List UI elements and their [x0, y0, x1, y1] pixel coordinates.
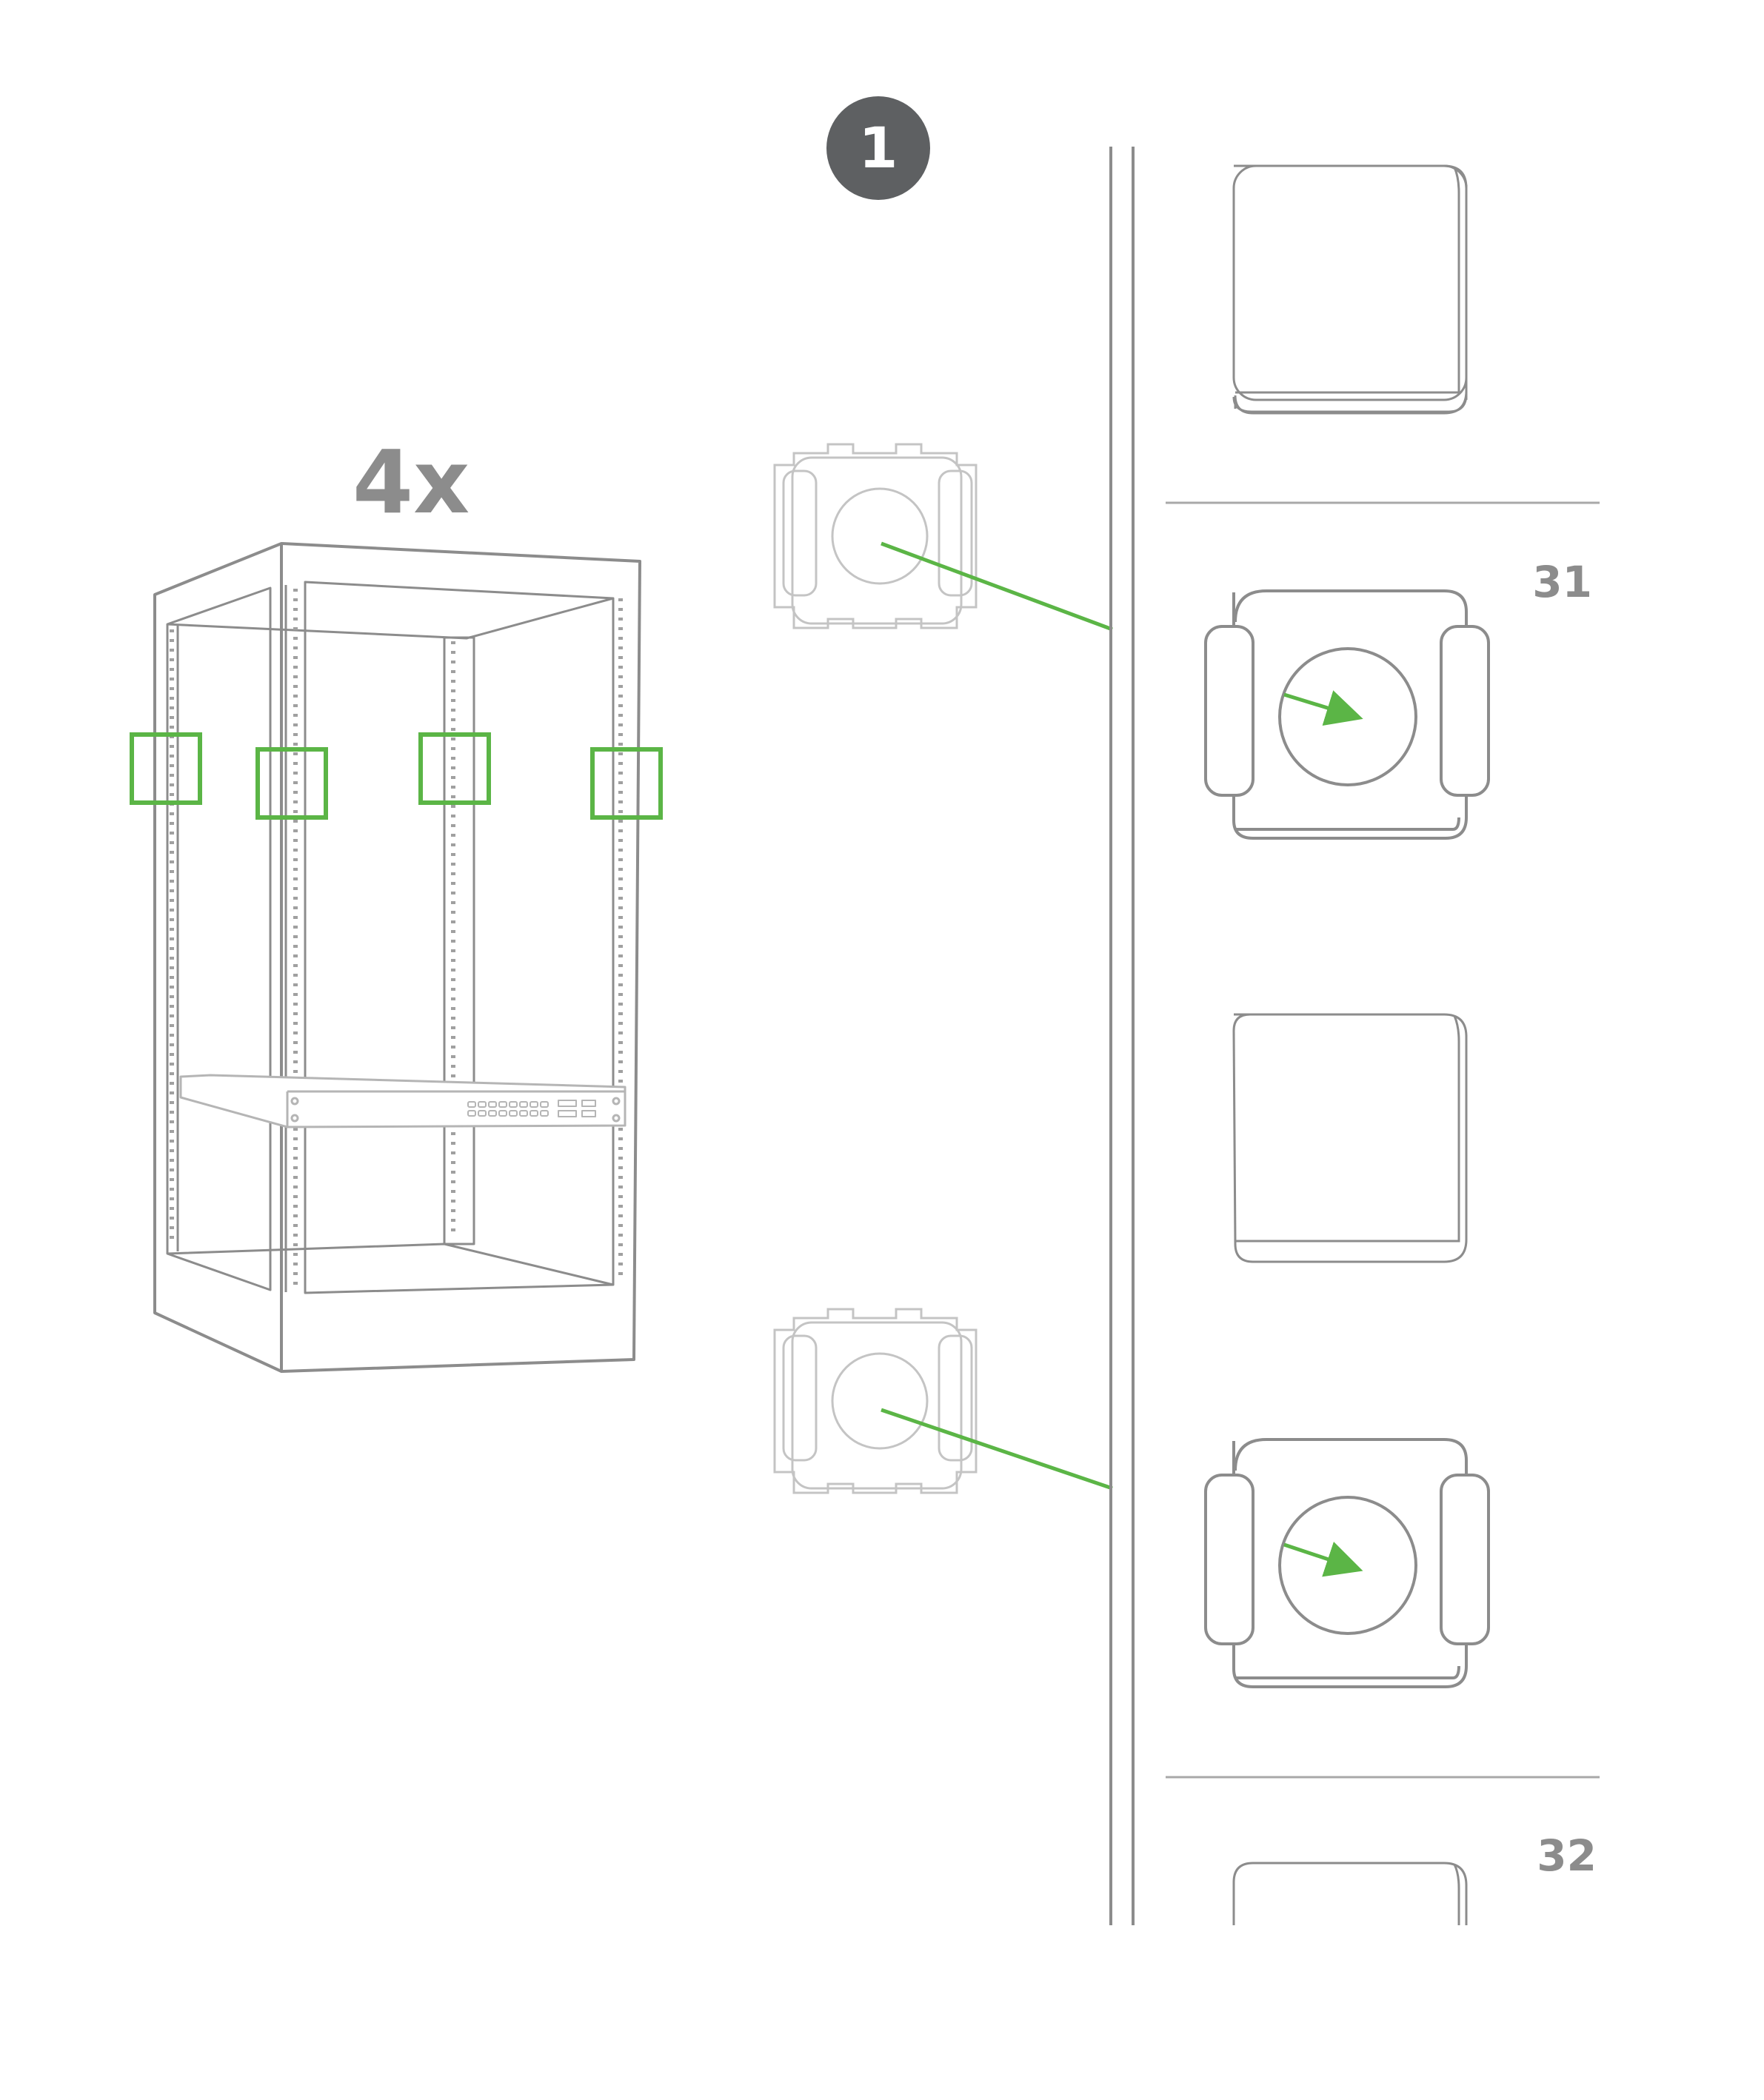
cage-nut-screw-hole: [1278, 647, 1417, 786]
cage-nut-screw-hole: [1278, 1496, 1417, 1635]
rail-square-hole: [1232, 164, 1468, 413]
cabinet-rear-pillar: [443, 636, 475, 1245]
network-switch-icon: [179, 1074, 627, 1128]
rack-unit-label: 31: [1532, 557, 1592, 607]
cage-nut-location-marker: [255, 747, 328, 820]
cage-nut-icon: [773, 1308, 978, 1494]
rail-square-hole: [1232, 1013, 1468, 1263]
inserted-cage-nut: [1204, 589, 1490, 840]
cabinet-outline: [153, 542, 641, 1373]
step-badge-icon: [826, 96, 930, 200]
cabinet-top-interior: [167, 597, 614, 640]
arrow-icon: [1283, 690, 1363, 726]
cage-nut-clip: [1204, 1474, 1254, 1645]
cage-nut-location-marker: [130, 732, 202, 805]
cage-nut-clip: [1440, 625, 1490, 797]
rack-rail-icon: [1109, 147, 1135, 1925]
step-badge: 1: [826, 96, 930, 200]
cage-nut-locations: [130, 732, 663, 820]
rail-square-hole: [1232, 1862, 1468, 1925]
cabinet-front-opening: [304, 581, 615, 1294]
rack-unit-label: 32: [1537, 1830, 1597, 1881]
cage-nut-location-marker: [418, 732, 491, 805]
cage-nut-icon: [773, 443, 978, 629]
rail-square-hole: [1234, 164, 1468, 415]
cabinet-bottom-interior: [167, 1243, 614, 1286]
quantity-label: 4x: [353, 431, 470, 533]
cage-nut-clip: [1204, 625, 1254, 797]
leader-line: [881, 541, 1113, 632]
rack-cabinet-icon: [153, 542, 641, 1373]
step-number: 1: [859, 115, 898, 181]
cabinet-side-opening: [166, 586, 272, 1291]
arrow-icon: [1283, 1541, 1363, 1577]
leader-line: [881, 1408, 1113, 1491]
cage-nut-clip: [1440, 1474, 1490, 1645]
cage-nut-location-marker: [590, 747, 663, 820]
inserted-cage-nut: [1204, 1438, 1490, 1688]
